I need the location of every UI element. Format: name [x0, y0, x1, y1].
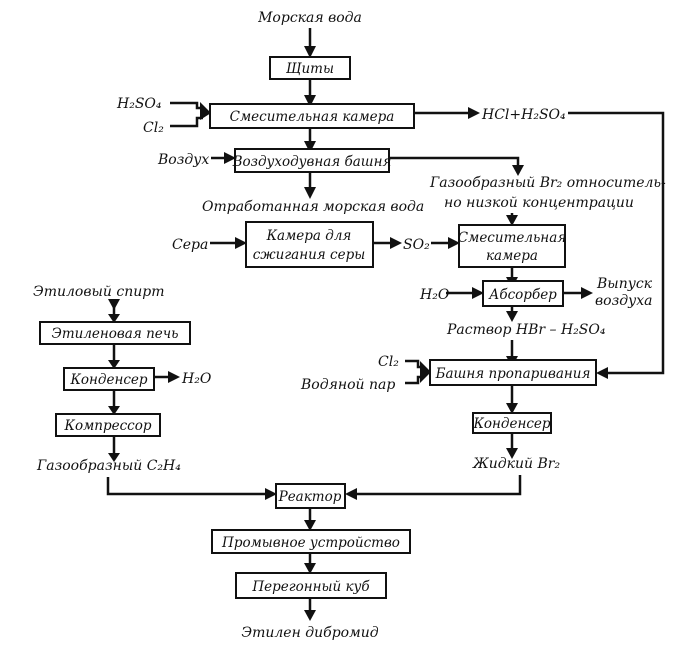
ethylene-furnace-box: Этиленовая печь — [39, 321, 191, 345]
arrowhead — [581, 287, 593, 299]
arrowhead — [168, 371, 180, 383]
stream-labels: Морская вода H₂SO₄ Cl₂ HCl+H₂SO₄ Воздух … — [33, 10, 666, 641]
still-box: Перегонный куб — [235, 572, 387, 599]
line-cl2-to-mixing — [170, 116, 203, 128]
washer-box: Промывное устройство — [211, 529, 411, 554]
absorber-label: Абсорбер — [488, 287, 557, 303]
arrowhead — [265, 488, 277, 500]
mixing-chamber-2-box: Смесительная камера — [458, 224, 566, 268]
hcl-h2so4-label: HCl+H₂SO₄ — [481, 107, 566, 123]
h2o-absorber-label: H₂O — [419, 287, 450, 303]
air-exhaust-label-1: Выпуск — [596, 276, 653, 292]
arrowhead — [108, 406, 120, 415]
arrowhead — [506, 311, 518, 322]
h2so4-input-label: H₂SO₄ — [116, 96, 162, 112]
process-boxes: Щиты Смесительная камера Воздуходувная б… — [39, 56, 597, 599]
compressor-box: Компрессор — [55, 413, 161, 437]
mixing-chamber-2-label-2: камера — [486, 248, 538, 264]
line-liquidbr2-to-reactor — [355, 475, 522, 496]
cl2-input-label: Cl₂ — [143, 120, 164, 136]
condenser-left-label: Конденсер — [69, 372, 147, 388]
steaming-tower-box: Башня пропаривания — [429, 359, 597, 386]
washer-label: Промывное устройство — [221, 535, 400, 551]
steaming-tower-label: Башня пропаривания — [435, 366, 591, 382]
sulfur-label: Сера — [172, 237, 208, 253]
arrowhead — [468, 107, 480, 119]
condenser-right-label: Конденсер — [472, 416, 550, 432]
arrowhead — [390, 237, 402, 249]
arrowhead — [304, 95, 316, 107]
mixing-chamber-label: Смесительная камера — [230, 109, 395, 125]
arrowhead — [304, 141, 316, 153]
line-h2so4-to-mixing — [170, 101, 203, 110]
water-steam-label: Водяной пар — [300, 377, 395, 393]
arrowhead — [108, 314, 120, 323]
mixing-chamber-box: Смесительная камера — [209, 103, 415, 129]
line-hcl-recycle — [568, 111, 665, 375]
condenser-right-box: Конденсер — [472, 412, 552, 434]
liquid-br2-label: Жидкий Br₂ — [472, 456, 560, 472]
product-label: Этилен дибромид — [241, 625, 378, 641]
gaseous-br2-label-2: но низкой концентрации — [444, 195, 634, 211]
mixing-chamber-2-label-1: Смесительная — [458, 230, 566, 246]
arrowhead — [235, 237, 247, 249]
hbr-solution-label: Раствор HBr – H₂SO₄ — [446, 322, 606, 338]
arrowhead — [506, 215, 518, 226]
absorber-box: Абсорбер — [482, 280, 564, 307]
line-tower-to-gasbr2 — [389, 156, 520, 167]
arrowhead — [304, 520, 316, 531]
arrowhead — [596, 367, 608, 379]
seawater-label: Морская вода — [257, 10, 362, 26]
sulfur-burner-box: Камера для сжигания серы — [245, 221, 374, 268]
arrowhead — [448, 237, 460, 249]
arrowhead — [506, 448, 518, 459]
line-c2h4-to-reactor — [106, 477, 267, 496]
arrowhead — [304, 610, 316, 621]
compressor-label: Компрессор — [64, 418, 152, 434]
arrowhead — [224, 152, 236, 164]
arrowhead — [108, 453, 120, 462]
air-exhaust-label-2: воздуха — [595, 293, 652, 309]
gaseous-c2h4-label: Газообразный C₂H₄ — [36, 458, 181, 474]
arrowhead — [512, 165, 524, 176]
arrowhead — [108, 299, 120, 310]
ethylene-furnace-label: Этиленовая печь — [52, 326, 179, 342]
arrowhead — [304, 46, 316, 58]
arrowhead — [472, 287, 484, 299]
cl2-steam-label: Cl₂ — [378, 354, 399, 370]
reactor-label: Реактор — [278, 489, 342, 505]
blowing-tower-label: Воздуходувная башня — [232, 154, 392, 170]
air-label: Воздух — [157, 152, 209, 168]
condenser-left-box: Конденсер — [63, 367, 155, 391]
so2-label: SO₂ — [403, 237, 430, 253]
arrowhead — [345, 488, 357, 500]
ethanol-label: Этиловый спирт — [33, 284, 164, 300]
sulfur-burner-label-2: сжигания серы — [253, 247, 365, 263]
arrowheads — [108, 46, 608, 621]
shity-box: Щиты — [269, 56, 351, 80]
arrowhead — [108, 360, 120, 369]
sulfur-burner-label-1: Камера для — [266, 228, 352, 244]
arrowhead — [420, 361, 431, 383]
arrowhead — [304, 187, 316, 199]
shity-label: Щиты — [286, 61, 334, 77]
reactor-box: Реактор — [275, 483, 346, 509]
spent-seawater-label: Отработанная морская вода — [202, 199, 424, 215]
h2o-condenser-label: H₂O — [181, 371, 212, 387]
still-label: Перегонный куб — [251, 579, 370, 595]
arrowhead — [200, 102, 211, 120]
gaseous-br2-label-1: Газообразный Br₂ относитель- — [429, 175, 666, 191]
flow-lines — [106, 28, 665, 612]
arrowhead — [304, 563, 316, 574]
arrowhead — [506, 403, 518, 414]
blowing-tower-box: Воздуходувная башня — [232, 148, 392, 173]
